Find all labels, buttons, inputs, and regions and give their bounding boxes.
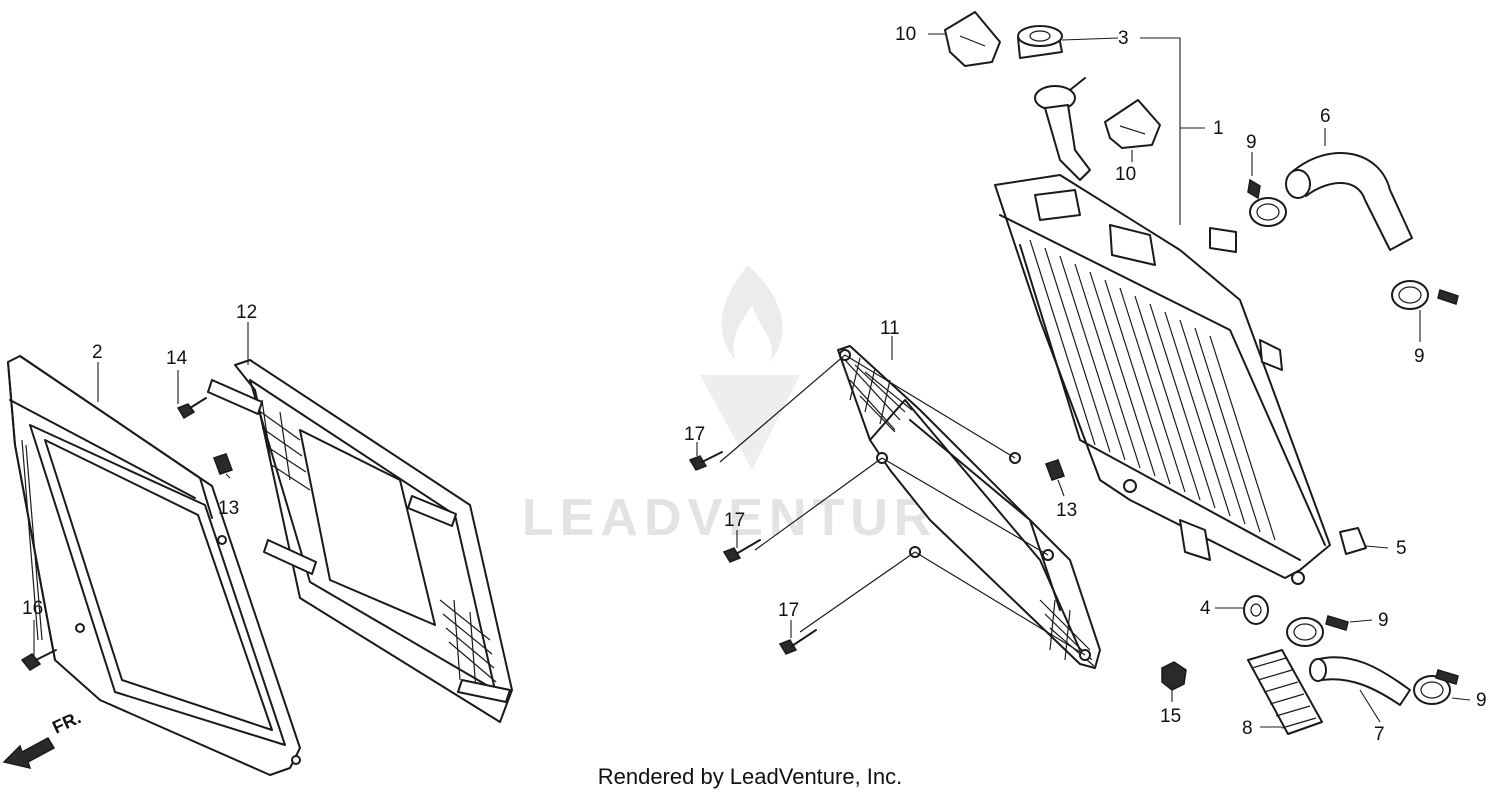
footer-credit: Rendered by LeadVenture, Inc. [597,764,903,789]
callout-1: 1 [1213,118,1224,139]
spring-8[interactable] [1247,649,1323,735]
callout-labels: 1 2 3 4 5 6 7 8 9 9 9 9 10 10 11 12 13 1… [22,24,1487,745]
callout-14: 14 [166,348,188,369]
nut-15[interactable] [1161,661,1187,691]
bolt-17-middle[interactable] [722,539,761,563]
clip-13-right[interactable] [1045,459,1065,481]
callout-13-b: 13 [1056,500,1077,521]
callout-9-b: 9 [1414,346,1425,367]
assembly-guide-lines [719,354,1086,656]
callout-16: 16 [22,598,43,619]
watermark-v-icon [700,375,800,470]
cap-5[interactable] [1339,527,1367,555]
callout-12: 12 [236,302,257,323]
callout-2: 2 [92,342,103,363]
watermark-text: LEADVENTURE [522,489,978,547]
callout-10-b: 10 [1115,164,1136,185]
callout-17-a: 17 [684,424,705,445]
bolt-16[interactable] [20,649,57,671]
radiator-shroud[interactable] [7,355,301,776]
callout-10-a: 10 [895,24,916,45]
hose-clamp-9-b[interactable] [1391,280,1459,310]
watermark: LEADVENTURE [522,265,978,547]
lower-hose[interactable] [1309,656,1411,706]
front-arrow-icon [2,737,56,770]
radiator-screen[interactable] [207,359,513,723]
hose-clamp-9-c[interactable] [1286,615,1349,647]
cushion-10-middle[interactable] [1104,99,1161,149]
callout-5: 5 [1396,538,1407,559]
front-direction-marker: FR. [2,707,84,770]
watermark-flame-icon [721,265,783,362]
grommet-4[interactable] [1243,595,1269,625]
callout-17-c: 17 [778,600,799,621]
filler-neck[interactable] [1034,77,1091,181]
callout-8: 8 [1242,718,1253,739]
radiator-cap[interactable] [1017,25,1063,59]
hose-clamp-9-d[interactable] [1413,669,1459,705]
callout-9-a: 9 [1246,132,1257,153]
callout-7: 7 [1374,724,1385,745]
cushion-10-top[interactable] [944,11,1001,67]
bolt-17-bottom[interactable] [778,629,817,655]
callout-3: 3 [1118,28,1129,49]
bolt-14[interactable] [176,397,207,420]
radiator-grille[interactable] [837,345,1101,669]
callout-11: 11 [880,318,900,339]
front-marker-label: FR. [49,707,84,737]
upper-hose[interactable] [1285,152,1413,251]
clip-13-left[interactable] [213,453,233,475]
callout-9-d: 9 [1476,690,1487,711]
radiator[interactable] [994,174,1331,585]
callout-17-b: 17 [724,510,745,531]
bolt-17-top[interactable] [688,451,723,471]
hose-clamp-9-a[interactable] [1247,178,1287,227]
callout-4: 4 [1200,598,1211,619]
callout-6: 6 [1320,106,1331,127]
callout-15: 15 [1160,706,1181,727]
leader-lines [33,33,1471,728]
callout-9-c: 9 [1378,610,1389,631]
callout-13-a: 13 [218,498,239,519]
